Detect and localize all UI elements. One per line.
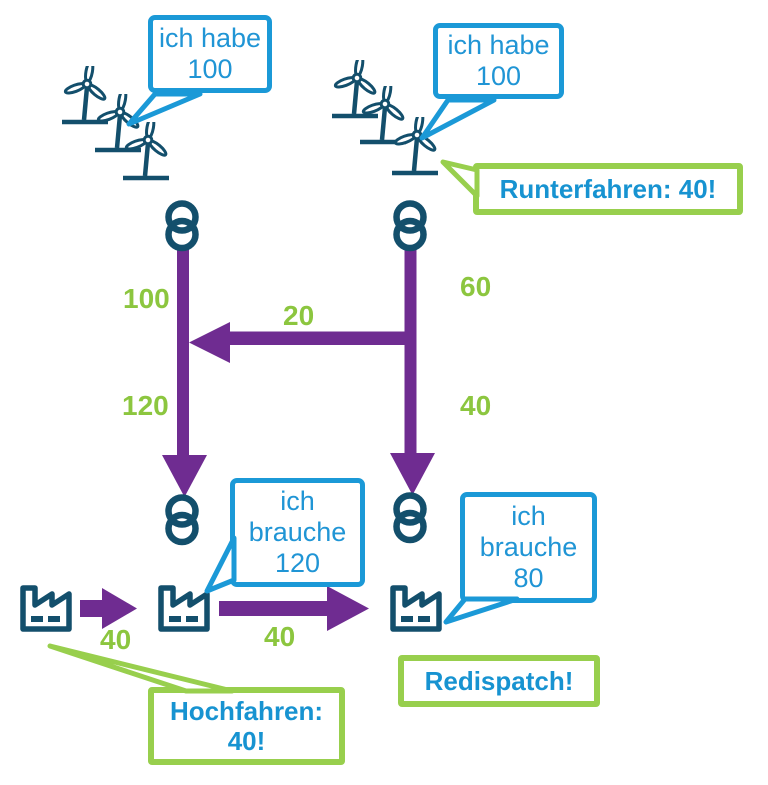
bubble-text-line: 80 <box>513 563 544 593</box>
bubble-text-line: ich <box>280 486 315 516</box>
callout-text-line: Hochfahren: <box>169 696 324 726</box>
transformer-icon <box>160 494 204 554</box>
right-grid-line <box>404 249 417 455</box>
transformer-icon <box>388 200 432 260</box>
flow-label-right-top: 60 <box>460 271 492 302</box>
callout-redispatch: Redispatch! <box>398 655 600 707</box>
callout-text: Redispatch! <box>424 666 574 696</box>
transformer-icon <box>160 200 204 260</box>
bubble-text-line: 120 <box>274 548 321 578</box>
flow-label-left-bottom: 120 <box>122 390 169 421</box>
wind-turbine-icon <box>329 60 385 120</box>
factory-arrow-long-shaft <box>219 601 329 616</box>
factory-icon <box>388 581 448 633</box>
callout-text: Runterfahren: 40! <box>499 174 717 204</box>
factory-arrow-long-head <box>327 586 369 631</box>
factory-arrow-small-shaft <box>80 600 102 617</box>
callout-text-line: 40! <box>227 726 266 756</box>
wind-turbine-icon <box>120 122 176 182</box>
cross-flow-line <box>228 331 411 345</box>
flow-label-right-bottom: 40 <box>460 390 492 421</box>
callout-runterfahren: Runterfahren: 40! <box>473 163 743 215</box>
callout-hochfahren: Hochfahren: 40! <box>148 687 345 765</box>
wind-turbine-icon <box>389 117 445 177</box>
cross-flow-arrowhead <box>189 322 230 363</box>
purple-flow-arrows <box>80 249 435 631</box>
bubble-text-line: ich habe <box>447 30 550 60</box>
speech-bubble-wind-left: ich habe 100 <box>148 15 272 93</box>
bubble-text-line: ich habe <box>158 23 262 53</box>
left-grid-line <box>177 249 189 457</box>
transformer-icon <box>388 492 432 552</box>
speech-bubble-factory-right: ich brauche 80 <box>460 492 597 603</box>
factory-arrow-small-head <box>102 588 137 629</box>
wind-turbine-icon <box>59 66 115 126</box>
bubble-text-line: 100 <box>475 61 522 91</box>
factory-icon <box>18 581 78 633</box>
speech-bubble-factory-mid: ich brauche 120 <box>230 478 365 587</box>
bubble-text-line: 100 <box>187 54 233 84</box>
factory-icon <box>156 581 216 633</box>
bubble-text-line: ich <box>511 501 546 531</box>
bubble-text-line: brauche <box>248 517 347 547</box>
speech-bubble-wind-right: ich habe 100 <box>433 23 564 99</box>
left-grid-arrowhead <box>162 455 207 497</box>
flow-label-left-top: 100 <box>123 283 170 314</box>
flow-label-cross: 20 <box>283 300 315 331</box>
bubble-text-line: brauche <box>479 532 578 562</box>
flow-label-factory-small: 40 <box>100 624 132 655</box>
flow-label-factory-long: 40 <box>264 621 296 652</box>
right-grid-arrowhead <box>390 453 435 495</box>
